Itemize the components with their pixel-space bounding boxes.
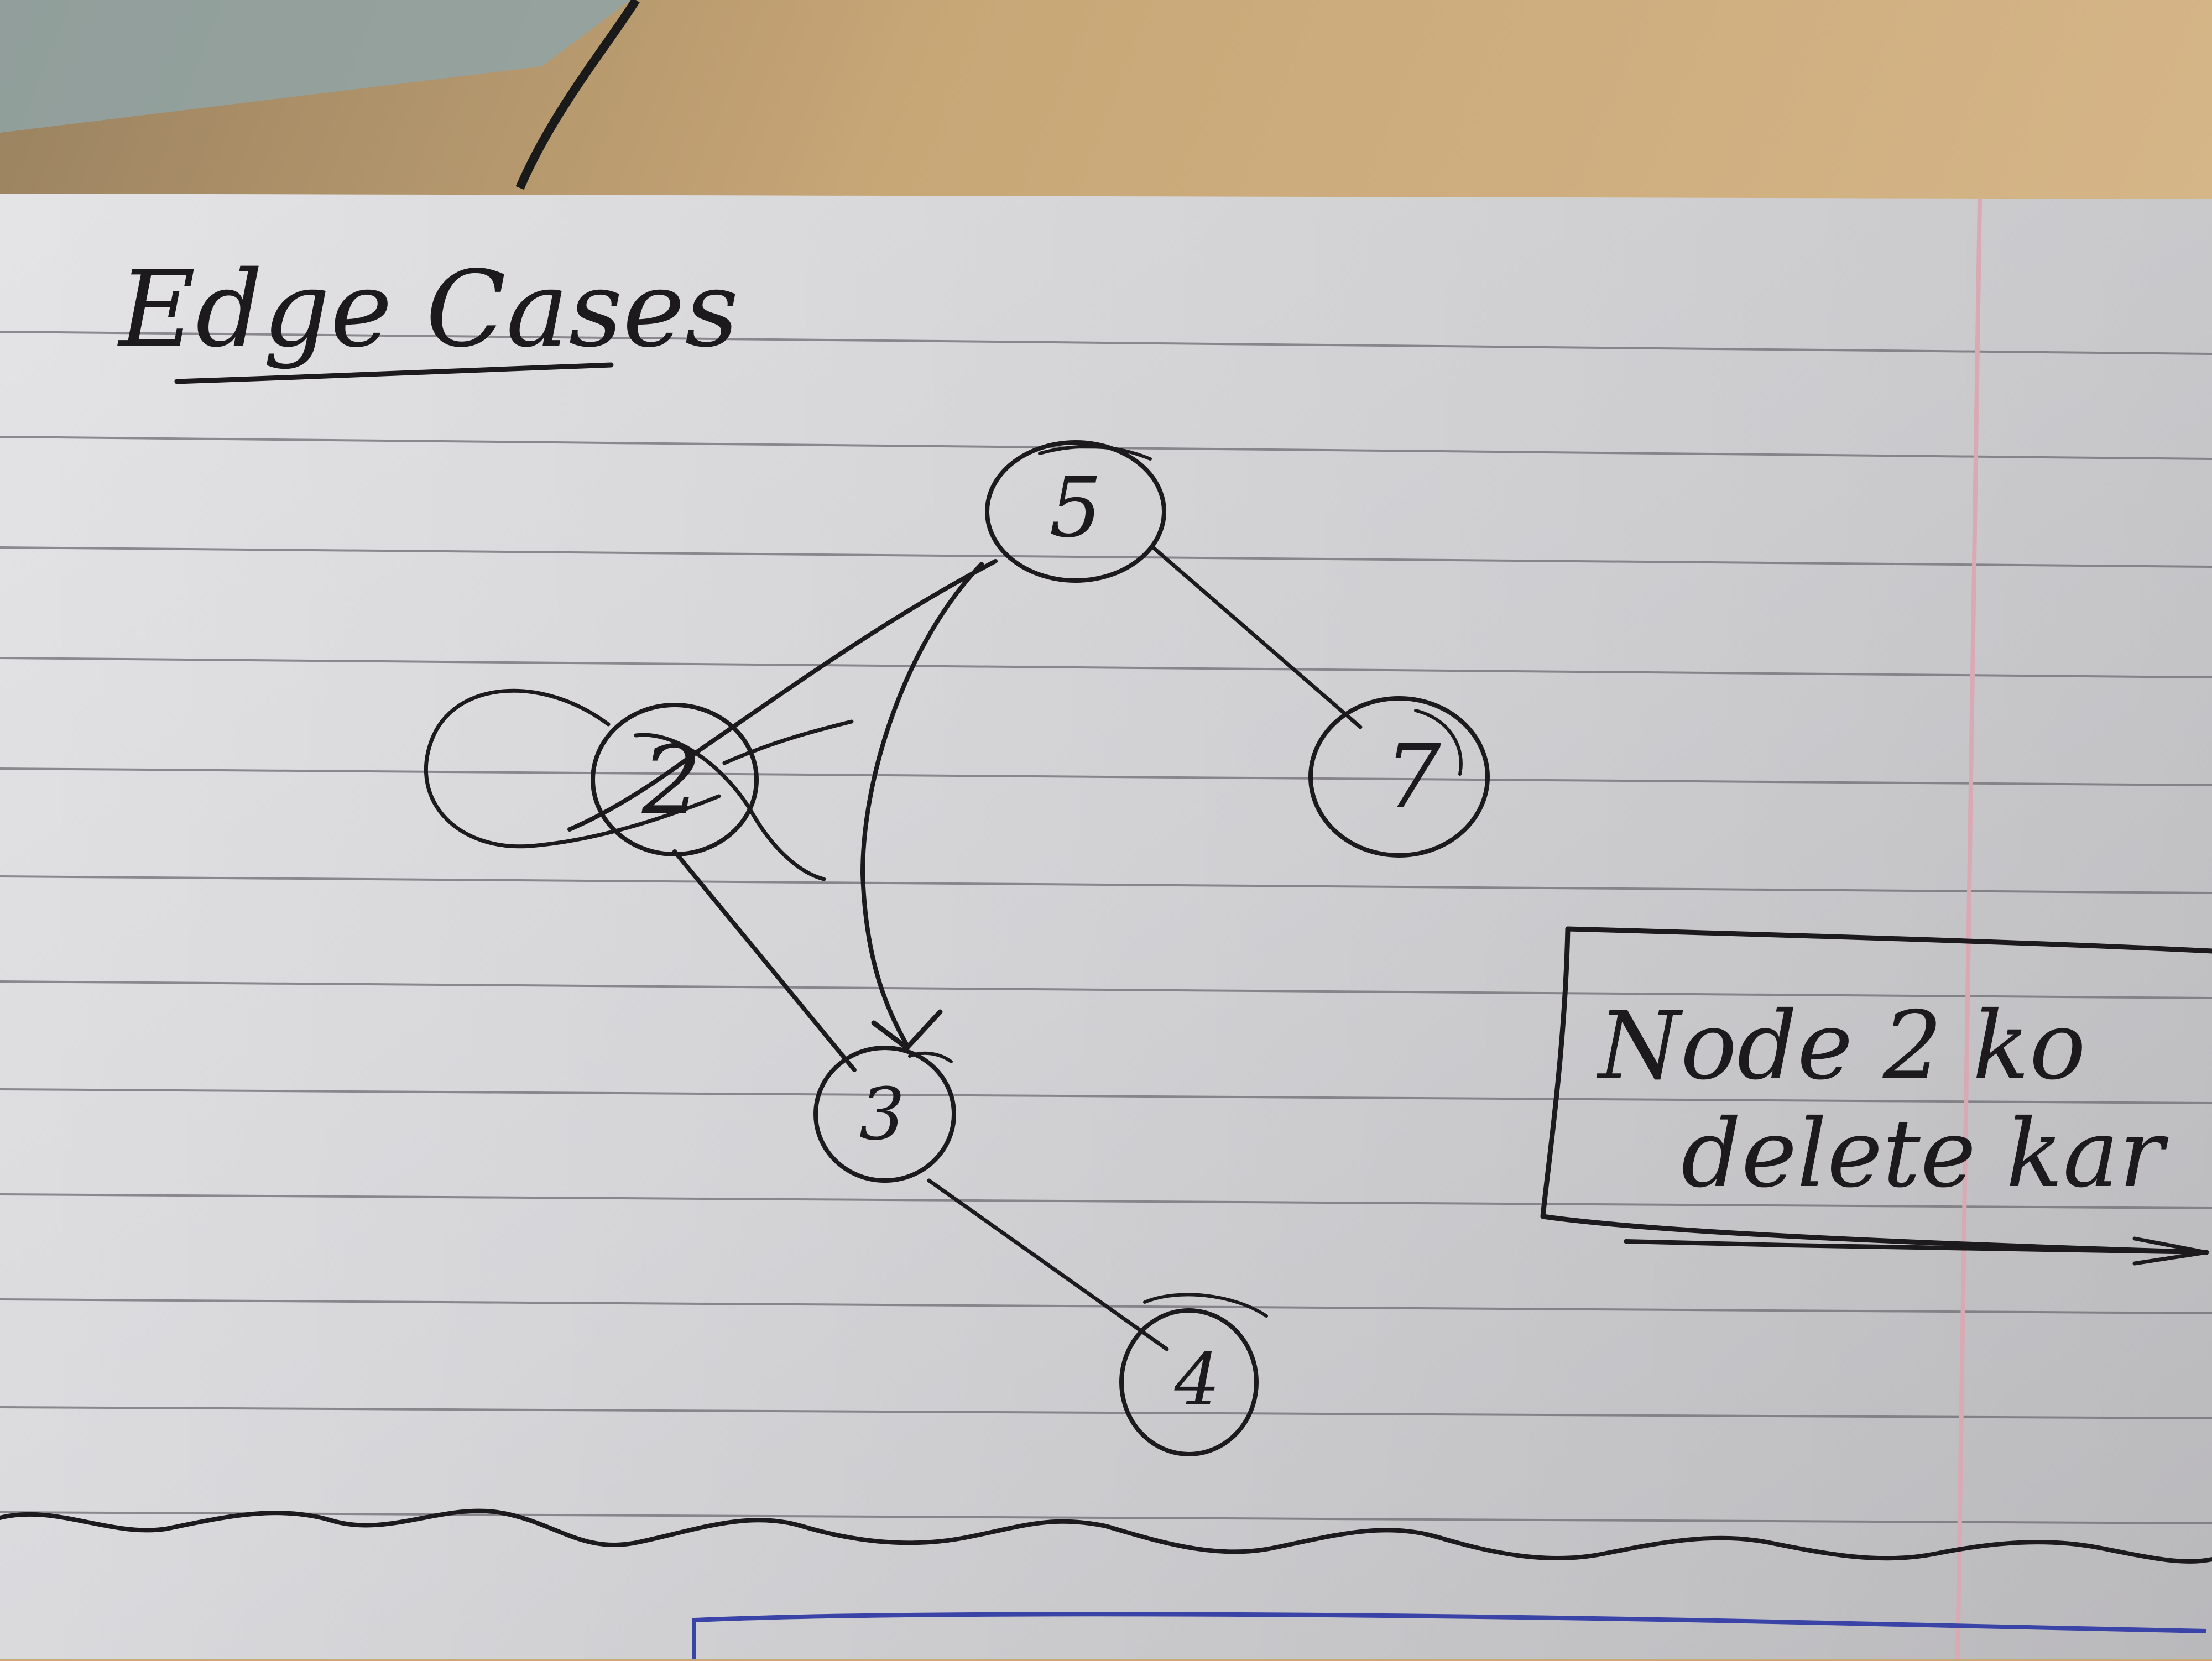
heading-underline (174, 362, 614, 384)
note-line-1: Node 2 ko (1596, 991, 2086, 1101)
paper-shade (0, 194, 2212, 1659)
wavy-divider (0, 1508, 2212, 1564)
cable (515, 0, 640, 190)
note-line-2: delete kar (1681, 1099, 2169, 1209)
blue-box-edge (692, 1612, 2207, 1659)
node-7: 7 (1308, 696, 1490, 858)
node-2-strike-arc (634, 733, 826, 881)
margin-line (1955, 199, 1982, 1659)
node-5: 5 (985, 440, 1166, 583)
edge-5-7 (1151, 545, 1363, 729)
heading-group: Edge Cases (117, 248, 739, 384)
node-4-label: 4 (1174, 1338, 1220, 1422)
node-2-strike-loop (424, 688, 721, 849)
tree-nodes: 5 2 7 3 4 (424, 440, 1490, 1456)
laptop-corner (0, 0, 630, 133)
node-5-label: 5 (1049, 460, 1102, 556)
node-3: 3 (813, 1046, 956, 1183)
node-4: 4 (1119, 1293, 1268, 1456)
node-3-label: 3 (859, 1072, 905, 1156)
arrow-head (871, 1009, 943, 1051)
node-7-label: 7 (1385, 725, 1441, 828)
heading-text: Edge Cases (117, 248, 739, 370)
node-2: 2 (424, 688, 854, 881)
note-box: Node 2 ko delete kar (1540, 926, 2212, 1266)
edge-2-3 (672, 849, 857, 1072)
node-2-label: 2 (641, 726, 702, 835)
node-2-strike-line (722, 719, 854, 765)
arrow-5-3 (860, 562, 984, 1047)
edge-3-4 (927, 1178, 1169, 1351)
